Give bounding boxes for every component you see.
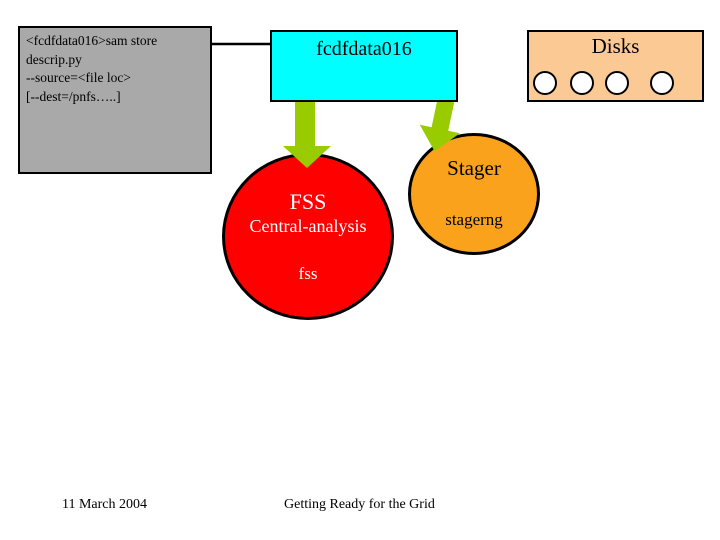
disk-icon [605,71,629,95]
stager-node-caption: stagerng [445,210,503,229]
footer-slide-title: Getting Ready for the Grid [284,497,435,512]
stager-node-title: Stager [447,156,501,180]
fss-node: FSS Central-analysis fss [222,153,394,320]
disk-icon [533,71,557,95]
command-line-1: <fcdfdata016>sam store [26,33,158,48]
command-line-2: descrip.py [26,51,82,67]
server-node: fcdfdata016 [270,30,458,102]
fss-node-subtitle: Central-analysis [249,216,367,236]
server-node-label: fcdfdata016 [316,38,412,60]
disk-icon [650,71,674,95]
command-line-3: --source=<file loc> [26,70,131,85]
disks-node-label: Disks [591,34,640,58]
disk-icon [570,71,594,95]
footer-date: 11 March 2004 [62,497,148,512]
fss-node-title: FSS [289,189,327,214]
disk-icons [529,32,702,100]
command-box: <fcdfdata016>sam store descrip.py --sour… [18,26,212,174]
fss-node-caption: fss [298,264,318,283]
command-line-4: [--dest=/pnfs…..] [26,88,121,104]
stager-node: Stager stagerng [408,133,540,255]
disks-node: Disks [527,30,704,102]
